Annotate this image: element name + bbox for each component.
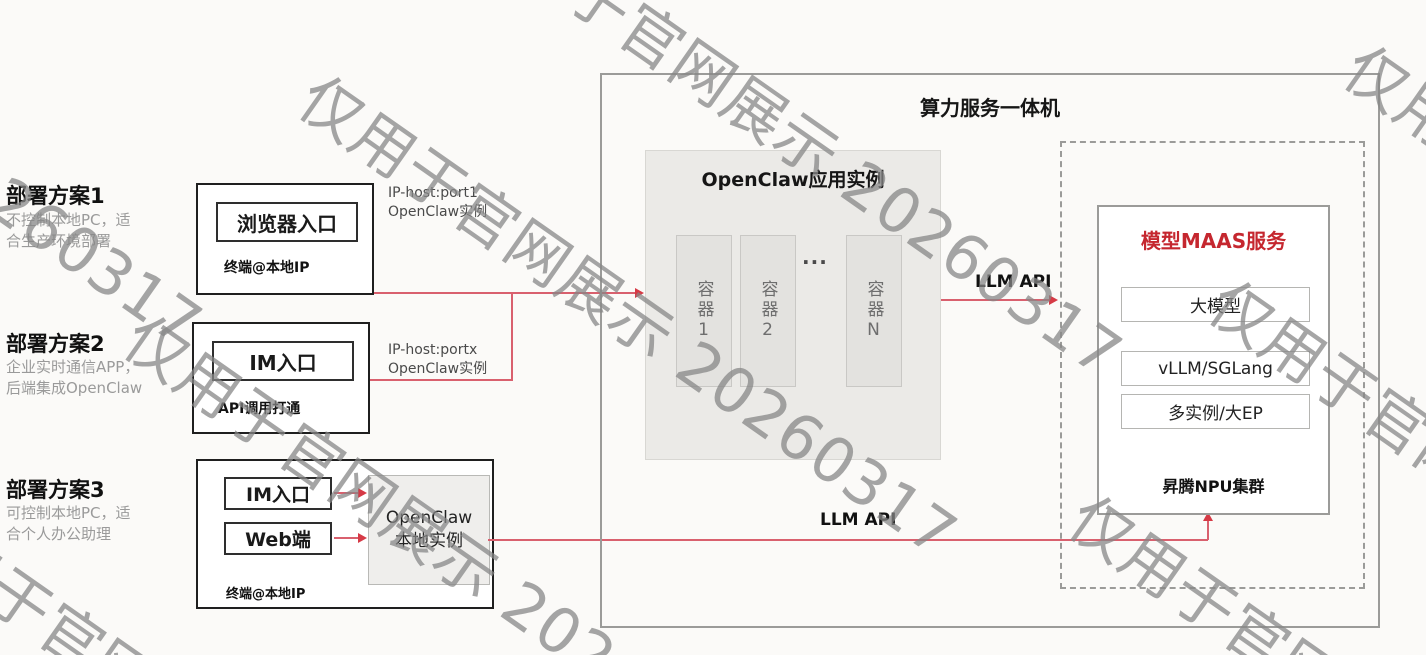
compute-server-title: 算力服务一体机 xyxy=(920,96,1060,120)
local-instance-line1: OpenClaw xyxy=(385,508,473,528)
maas-inbound-arrowhead-icon xyxy=(1203,512,1213,521)
openclaw-app-panel-title: OpenClaw应用实例 xyxy=(701,169,885,191)
port1-label: IP-host:port1 OpenClaw实例 xyxy=(388,185,488,220)
app-to-maas-arrowhead-icon xyxy=(1049,295,1058,305)
plan3-im-entry-box: IM入口 xyxy=(224,477,332,510)
npu-dashed-zone xyxy=(1060,141,1365,589)
plan3-im-arrowhead-icon xyxy=(358,488,367,498)
plan3-note: 终端@本地IP xyxy=(226,587,306,602)
plan3-web-arrowhead-icon xyxy=(358,533,367,543)
plan3-description: 可控制本地PC，适 合个人办公助理 xyxy=(6,504,131,543)
plan1-box: 浏览器入口 终端@本地IP xyxy=(196,183,374,295)
compute-server-box xyxy=(600,73,1380,628)
plan3-web-connector-line xyxy=(334,537,358,539)
local-to-maas-line xyxy=(488,539,1208,541)
maas-service-box: 模型MAAS服务 大模型 vLLM/SGLang 多实例/大EP 昇腾NPU集群 xyxy=(1097,205,1330,515)
openclaw-local-instance-box: OpenClaw 本地实例 xyxy=(368,475,490,585)
plan1-description: 不控制本地PC，适 合生产环境部署 xyxy=(6,211,131,250)
maas-item-multi-instance: 多实例/大EP xyxy=(1121,394,1310,429)
app-to-maas-line xyxy=(941,299,1051,301)
openclaw-app-panel: OpenClaw应用实例 容器1 容器2 ... 容器N xyxy=(645,150,941,460)
plan1-to-server-line xyxy=(374,292,636,294)
local-instance-line2: 本地实例 xyxy=(395,531,463,551)
llm-api-bottom-label: LLM API xyxy=(820,510,897,530)
plan2-title: 部署方案2 xyxy=(6,332,105,356)
containers-ellipsis: ... xyxy=(802,245,828,269)
maas-item-large-model: 大模型 xyxy=(1121,287,1310,322)
im-entry-box: IM入口 xyxy=(212,341,354,381)
container-1-label: 容器1 xyxy=(693,279,714,343)
browser-entry-box: 浏览器入口 xyxy=(216,202,358,242)
container-1-box: 容器1 xyxy=(676,235,732,387)
plan2-description: 企业实时通信APP， 后端集成OpenClaw xyxy=(6,358,143,397)
plan1-note: 终端@本地IP xyxy=(224,260,310,276)
plan2-note: API调用打通 xyxy=(218,401,301,417)
plan2-box: IM入口 API调用打通 xyxy=(192,322,370,434)
local-to-maas-vertical-line xyxy=(1207,521,1209,540)
portx-label: IP-host:portx OpenClaw实例 xyxy=(388,342,488,377)
container-n-box: 容器N xyxy=(846,235,902,387)
plan3-title: 部署方案3 xyxy=(6,478,105,502)
server-inbound-arrowhead-icon xyxy=(635,288,644,298)
maas-footer-npu-cluster: 昇腾NPU集群 xyxy=(1162,477,1265,496)
llm-api-top-label: LLM API xyxy=(975,272,1052,292)
maas-item-vllm-sglang: vLLM/SGLang xyxy=(1121,351,1310,386)
container-n-label: 容器N xyxy=(863,279,884,343)
plan3-im-connector-line xyxy=(334,492,358,494)
plan3-box: IM入口 Web端 OpenClaw 本地实例 终端@本地IP xyxy=(196,459,494,609)
plan3-web-entry-box: Web端 xyxy=(224,522,332,555)
plan2-to-junction-line xyxy=(370,379,513,381)
junction-vertical-line xyxy=(511,292,513,381)
plan1-title: 部署方案1 xyxy=(6,184,105,208)
maas-title: 模型MAAS服务 xyxy=(1140,229,1287,253)
container-2-label: 容器2 xyxy=(757,279,778,343)
container-2-box: 容器2 xyxy=(740,235,796,387)
